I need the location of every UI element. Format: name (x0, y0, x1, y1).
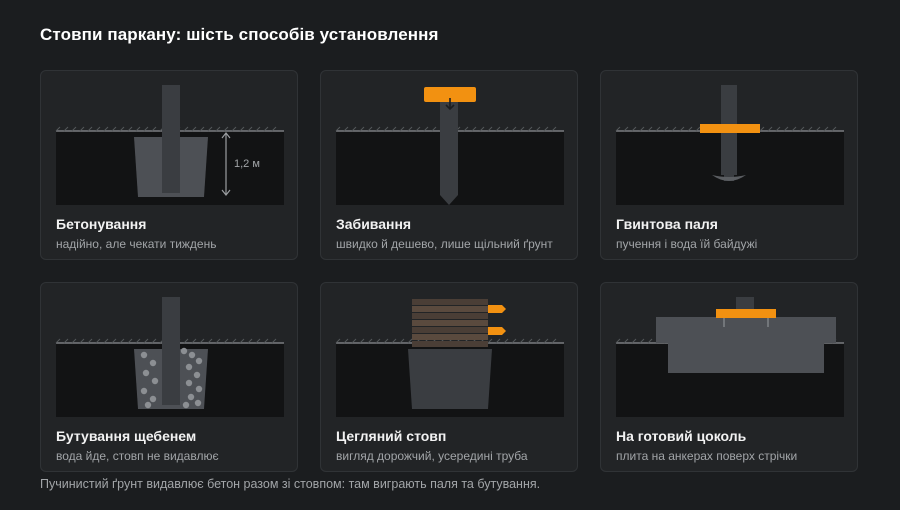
stone (149, 359, 157, 367)
stone (140, 351, 148, 359)
stone (149, 395, 157, 403)
method-card-concrete: 1,2 м Бетонування надійно, але чекати ти… (40, 70, 298, 260)
anchor-bolts (723, 318, 769, 327)
stone (188, 351, 196, 359)
methods-grid: 1,2 м Бетонування надійно, але чекати ти… (40, 70, 860, 474)
stone (142, 369, 150, 377)
method-desc: вигляд дорожчий, усередині труба (336, 449, 528, 463)
page-title: Стовпи паркану: шість способів установле… (40, 25, 439, 44)
method-desc: швидко й дешево, лише щільний ґрунт (336, 237, 553, 251)
method-name: На готовий цоколь (616, 428, 747, 444)
brick-courses (412, 299, 488, 347)
method-desc: надійно, але чекати тиждень (56, 237, 217, 251)
method-card-plinth: На готовий цоколь плита на анкерах повер… (600, 282, 858, 472)
depth-label: 1,2 м (234, 158, 260, 170)
method-card-screw-pile: Гвинтова паля пучення і вода їй байдужі (600, 70, 858, 260)
fence-post (162, 297, 180, 405)
depth-arrow (221, 132, 231, 196)
method-name: Бетонування (56, 216, 147, 232)
brick-course (412, 341, 488, 347)
method-name: Бутування щебенем (56, 428, 197, 444)
stone (151, 377, 159, 385)
stone (144, 401, 152, 409)
brick-course (412, 327, 488, 333)
method-name: Забивання (336, 216, 412, 232)
method-name: Гвинтова паля (616, 216, 718, 232)
method-card-brick: Цегляний стовп вигляд дорожчий, усередин… (320, 282, 578, 472)
stone (195, 357, 203, 365)
stone (185, 379, 193, 387)
brick-course (412, 334, 488, 340)
stone (140, 387, 148, 395)
fence-post (736, 297, 754, 311)
method-card-rubble: Бутування щебенем вода йде, стовп не вид… (40, 282, 298, 472)
method-desc: пучення і вода їй байдужі (616, 237, 758, 251)
post-tip (440, 195, 458, 205)
stone (194, 399, 202, 407)
stone (185, 363, 193, 371)
stone (187, 393, 195, 401)
stone (195, 385, 203, 393)
driver-head (424, 87, 476, 102)
brick-course (412, 306, 488, 312)
method-name: Цегляний стовп (336, 428, 447, 444)
method-desc: вода йде, стовп не видавлює (56, 449, 219, 463)
method-desc: плита на анкерах поверх стрічки (616, 449, 798, 463)
screw-blade (712, 175, 746, 181)
method-card-driven: Забивання швидко й дешево, лише щільний … (320, 70, 578, 260)
screw-pile-illustration (615, 85, 844, 205)
plinth (656, 317, 836, 343)
fence-post (162, 85, 180, 193)
pile-cap (700, 124, 760, 133)
brick-course (412, 313, 488, 319)
brick-course (412, 320, 488, 326)
stone (193, 371, 201, 379)
strip-foundation (668, 343, 824, 373)
fence-post (440, 95, 458, 195)
anchor-plate (716, 309, 776, 318)
driven-post-illustration (335, 87, 564, 205)
brick-pillar-illustration (335, 299, 564, 417)
stone (180, 347, 188, 355)
foundation-block (408, 349, 492, 409)
anchor-plates (488, 305, 506, 335)
ground-hatch (55, 338, 277, 344)
concrete-post-illustration: 1,2 м (55, 85, 284, 205)
brick-course (412, 299, 488, 305)
plinth-mount-illustration (615, 297, 844, 417)
arrow-down-icon (445, 98, 455, 111)
rubble-post-illustration (55, 297, 284, 417)
footnote: Пучинистий ґрунт видавлює бетон разом зі… (40, 477, 541, 491)
stone (182, 401, 190, 409)
